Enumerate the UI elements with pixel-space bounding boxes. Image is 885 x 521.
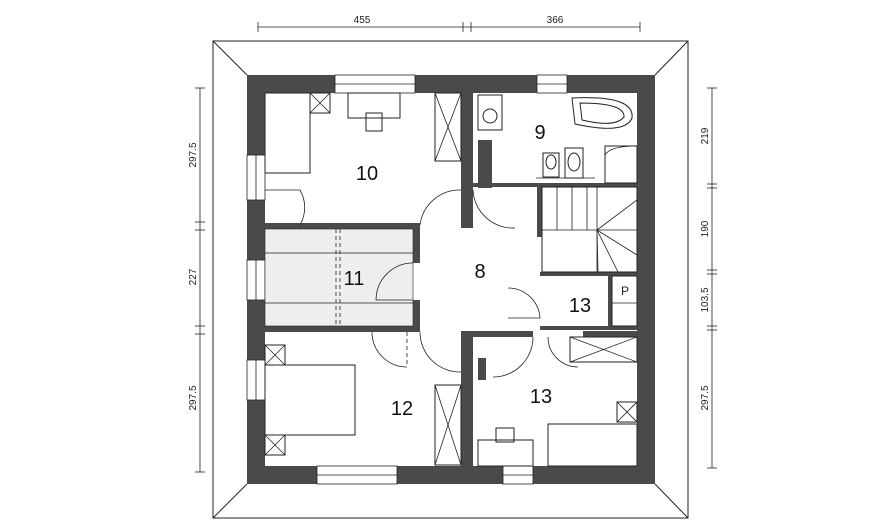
pantry-label: P: [621, 284, 629, 298]
interior-walls: [265, 93, 637, 466]
dim-left-3: 297.5: [188, 385, 199, 410]
room-label-12: 12: [391, 398, 413, 420]
dim-left-2: 227: [188, 268, 199, 285]
dim-top-right: 366: [547, 15, 564, 26]
roof-outline: [212, 40, 689, 519]
staircase: [541, 186, 638, 273]
room-label-13-pantry-side: 13: [569, 295, 591, 317]
room-label-8: 8: [474, 261, 485, 283]
room-label-10: 10: [356, 163, 378, 185]
doors: [265, 189, 579, 378]
dimension-lines: [195, 22, 717, 473]
dim-left-1: 297.5: [188, 142, 199, 167]
bathroom-9-fixtures: [477, 94, 638, 184]
dim-right-2: 190: [700, 220, 711, 237]
room-10-furniture: [264, 92, 462, 174]
dim-top-left: 455: [354, 15, 371, 26]
dim-right-1: 219: [700, 127, 711, 144]
room-label-13-bedroom: 13: [530, 386, 552, 408]
room-label-9: 9: [534, 122, 545, 144]
room-12-furniture: [264, 344, 462, 466]
room-label-11: 11: [344, 268, 365, 290]
dim-right-4: 297.5: [700, 385, 711, 410]
corridor-11: [264, 228, 414, 327]
dim-right-3: 103.5: [700, 287, 711, 312]
pantry-box: [611, 275, 638, 327]
windows: [246, 74, 568, 485]
room-13-furniture: [477, 336, 638, 467]
